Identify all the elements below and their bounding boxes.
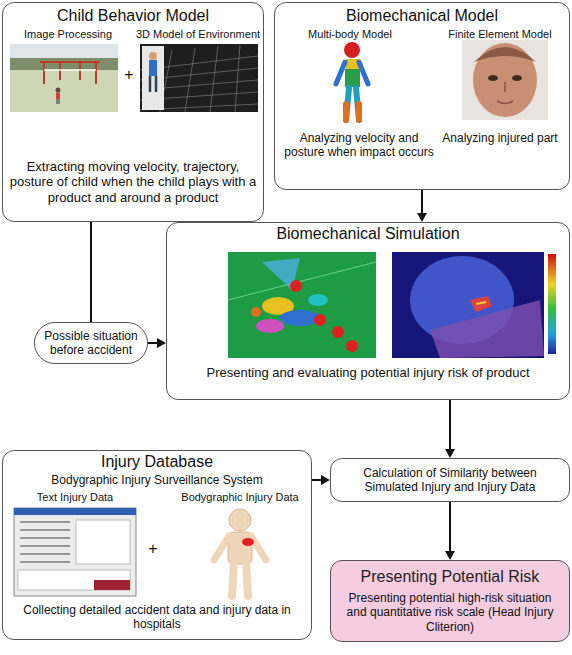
node-text: Presenting potential high-risk situation…: [339, 591, 561, 633]
connector: [90, 222, 92, 322]
arrow-head: [321, 475, 330, 485]
connector: [312, 479, 321, 481]
image-caption: Image Processing: [8, 28, 128, 41]
arrow-head: [445, 551, 455, 560]
connector: [421, 190, 423, 213]
node-heading: Possible situation before accident: [43, 329, 139, 357]
node-text: Analyzing velocity and posture when impa…: [284, 131, 434, 159]
node-heading: Biomechanical Simulation: [276, 225, 459, 244]
node-text: Extracting moving velocity, trajectory, …: [9, 159, 257, 205]
node-heading: Presenting Potential Risk: [361, 568, 540, 587]
node-text: Presenting and evaluating potential inju…: [206, 365, 529, 380]
image-caption: Bodygraphic Injury Data: [168, 491, 312, 504]
node-heading: Child Behavior Model: [57, 7, 209, 26]
arrow-head: [445, 449, 455, 458]
simulation-multibody: [228, 252, 376, 358]
node-heading: Injury Database: [101, 453, 213, 472]
node-text: Collecting detailed accident data and in…: [9, 603, 305, 631]
arrow-head: [417, 213, 427, 222]
node-text: Analyzing injured part: [440, 131, 560, 159]
environment-3d-model: [140, 44, 258, 112]
plus-sign: +: [142, 540, 164, 558]
image-caption: Finite Element Model: [430, 28, 570, 41]
rounded-box: Possible situation before accident: [34, 322, 148, 364]
arrow-head: [157, 338, 166, 348]
node-heading: Biomechanical Model: [346, 7, 498, 26]
plus-sign: +: [118, 66, 140, 84]
rounded-box: Presenting Potential RiskPresenting pote…: [330, 560, 570, 642]
connector: [148, 342, 157, 344]
photo-playground: [10, 44, 118, 112]
injury-data-screenshot: [14, 508, 136, 596]
bodygraphic-figure: [214, 509, 266, 596]
image-caption: 3D Model of Environment: [132, 28, 264, 41]
panel-box: Biomechanical SimulationPresenting and e…: [166, 222, 570, 400]
node-heading: Calculation of Similarity between Simula…: [339, 466, 561, 494]
simulation-head-fem: [392, 252, 556, 358]
connector: [449, 400, 451, 449]
connector: [449, 502, 451, 551]
image-caption: Multi-body Model: [280, 28, 420, 41]
image-caption: Text Injury Data: [10, 491, 140, 504]
node-text: Bodygraphic Injury Surveillance System: [51, 473, 262, 487]
finite-element-face: [462, 40, 548, 120]
rounded-box: Calculation of Similarity between Simula…: [330, 458, 570, 502]
multibody-figure: [336, 42, 368, 120]
